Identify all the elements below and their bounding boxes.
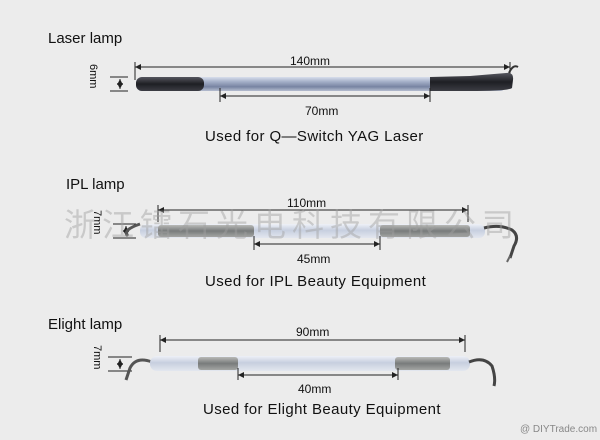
ipl-overall-length: 110mm <box>287 196 327 210</box>
elight-lamp-title: Elight lamp <box>48 316 123 333</box>
site-footer: @ DIYTrade.com <box>520 424 598 435</box>
laser-lamp-drawing <box>110 62 519 102</box>
laser-lamp-title: Laser lamp <box>48 30 123 47</box>
laser-right-end <box>430 72 514 91</box>
ipl-usage-caption: Used for IPL Beauty Equipment <box>205 273 427 290</box>
laser-tube <box>136 77 506 91</box>
laser-arc-length: 70mm <box>305 104 339 118</box>
company-watermark: 浙江镭石光电科技有限公司 <box>64 206 521 244</box>
laser-left-end <box>136 77 204 91</box>
ipl-wire <box>483 224 519 259</box>
ipl-lamp-title: IPL lamp <box>66 176 125 193</box>
elight-wire <box>468 358 497 387</box>
elight-arc-length: 40mm <box>298 382 332 396</box>
ipl-lamp-drawing <box>113 205 519 263</box>
ipl-arc-length: 45mm <box>297 252 331 266</box>
elight-overall-length: 90mm <box>296 325 330 339</box>
laser-usage-caption: Used for Q—Switch YAG Laser <box>205 128 424 145</box>
elight-lamp-drawing <box>108 335 497 387</box>
elight-usage-caption: Used for Elight Beauty Equipment <box>203 401 441 418</box>
